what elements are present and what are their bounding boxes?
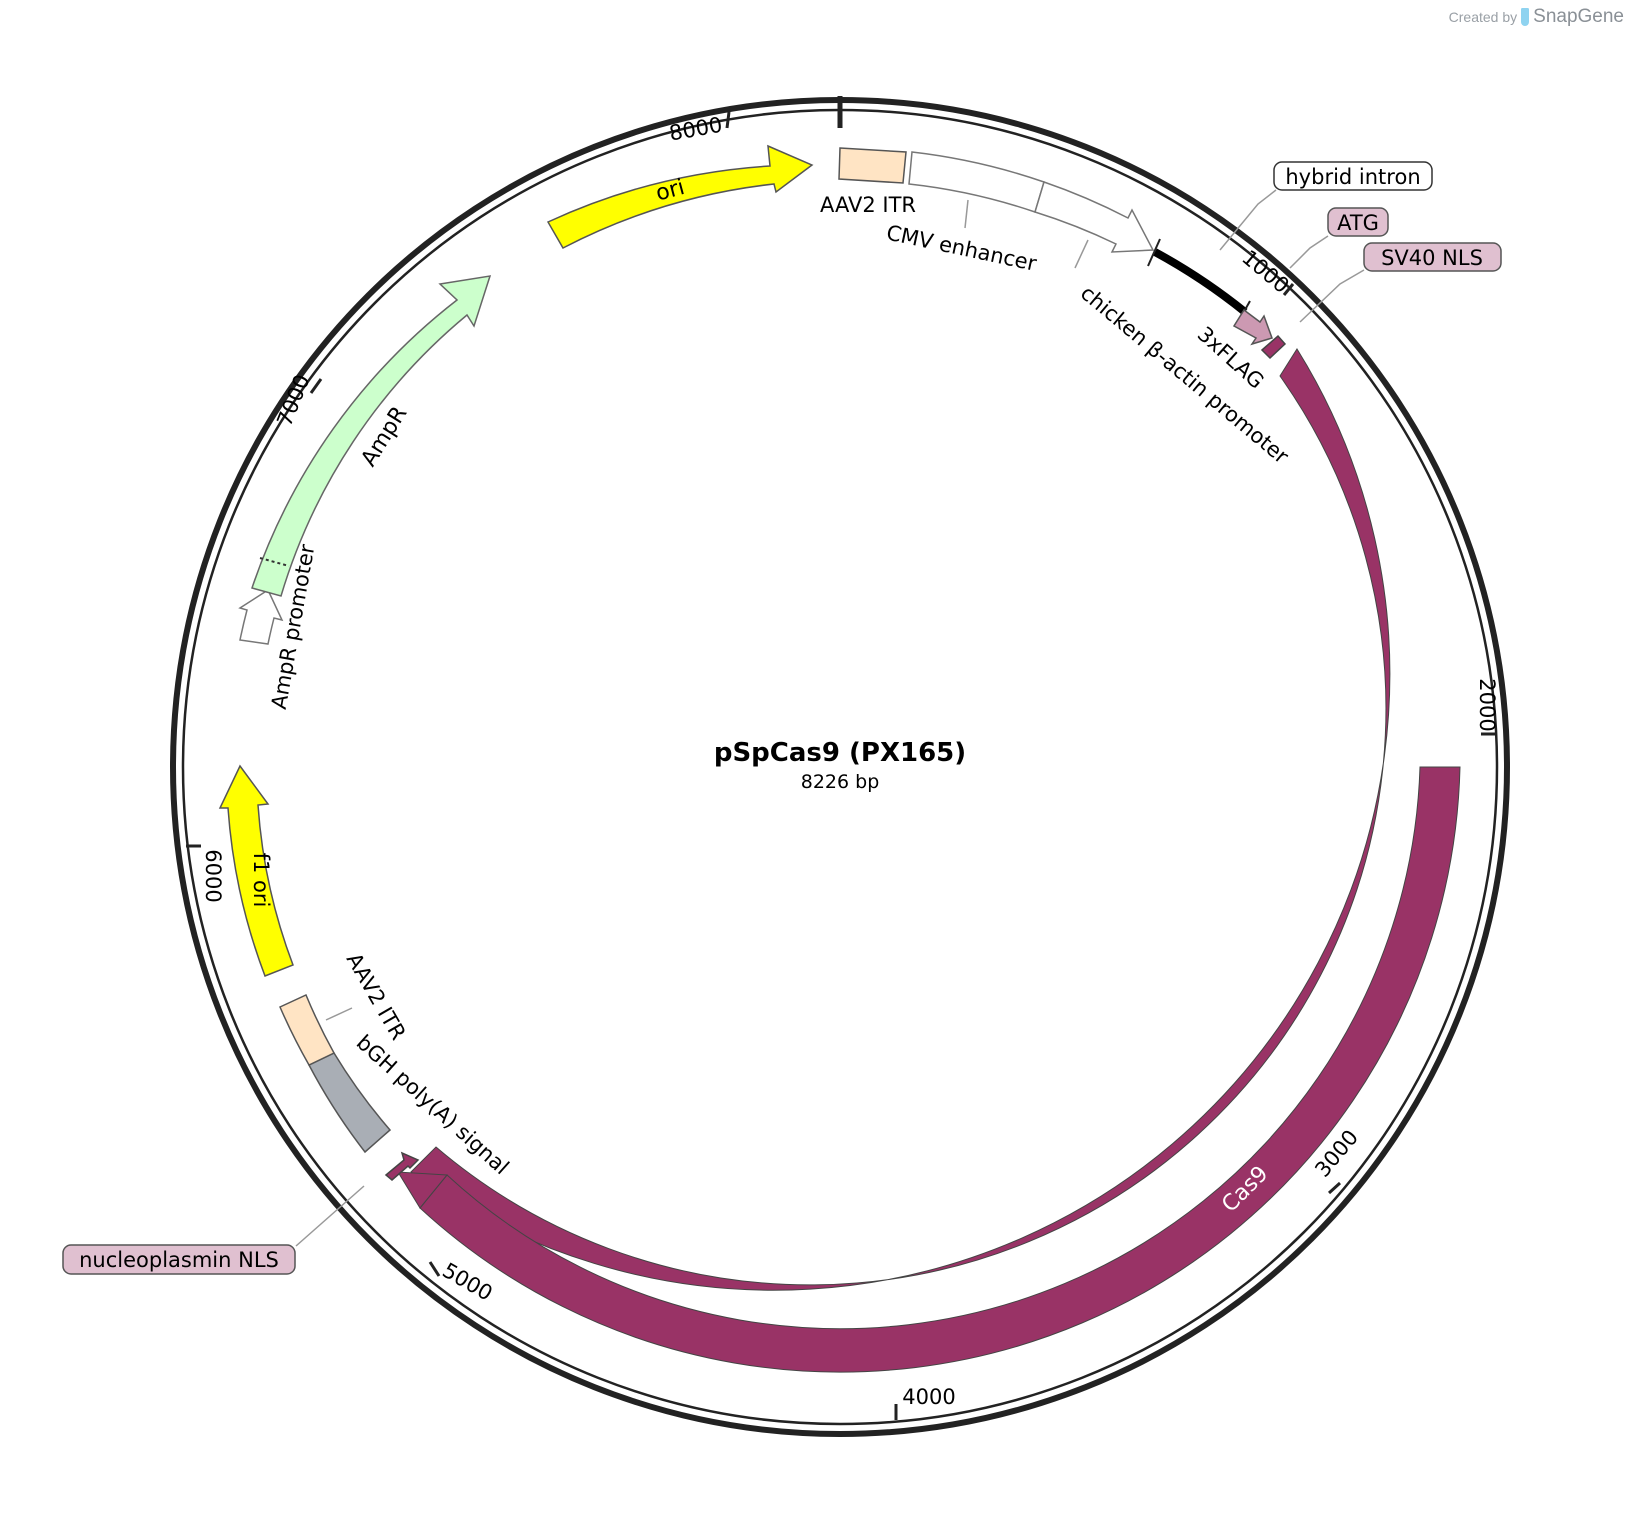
snapgene-branding: Created by SnapGene	[1449, 6, 1624, 28]
cba-promoter-arrow	[1034, 181, 1155, 253]
tick-label-4000: 4000	[902, 1385, 955, 1409]
feature-cas9[interactable]: Cas9	[397, 348, 1461, 1373]
cmv-enhancer-leader	[964, 199, 969, 229]
feature-nucleoplasmin-nls[interactable]	[384, 1151, 420, 1181]
snapgene-logo-icon	[1521, 8, 1530, 26]
f1-ori-label: f1 ori	[249, 853, 273, 908]
cmv-enhancer-box	[908, 151, 1045, 213]
cas9-arrowhead	[397, 1171, 449, 1209]
callout-atg[interactable]: ATG	[1289, 207, 1389, 269]
feature-sv40-nls[interactable]	[1260, 334, 1287, 360]
tick-mark-8000	[725, 111, 731, 129]
tick-label-5000: 5000	[438, 1258, 496, 1306]
tick-7000: 7000	[272, 371, 323, 430]
feature-itr-right[interactable]: AAV2 ITR	[279, 949, 411, 1066]
backbone	[170, 96, 1510, 1437]
cmv-enhancer-label: CMV enhancer	[884, 221, 1039, 276]
feature-f1-ori[interactable]: f1 ori	[218, 764, 294, 977]
plasmid-title-block: pSpCas9 (PX165) 8226 bp	[714, 738, 966, 793]
tick-label-6000: 6000	[201, 849, 225, 902]
tick-mark-5000	[428, 1261, 441, 1277]
tick-label-2000: 2000	[1475, 678, 1499, 731]
nucleoplasmin-nls-arrow	[384, 1151, 420, 1181]
cas9-arc-body	[419, 766, 1461, 1373]
plasmid-name: pSpCas9 (PX165)	[714, 738, 966, 768]
sv40-nls-arrow	[1260, 334, 1287, 360]
callout-nucleoplasmin-nls-label: nucleoplasmin NLS	[79, 1248, 279, 1272]
created-by-label: Created by	[1448, 9, 1518, 25]
cba-promoter-leader	[1074, 239, 1089, 269]
tick-mark-1000	[1282, 283, 1295, 296]
callout-nucleoplasmin-nls-box	[62, 1244, 296, 1275]
itr-right-leader	[325, 1007, 353, 1021]
tick-8000: 8000	[667, 111, 731, 146]
feature-ampr[interactable]: AmpR	[251, 275, 492, 597]
cas9-arc	[410, 348, 1391, 1291]
ori-arrow	[546, 144, 814, 249]
ampr-dotted-divider	[259, 557, 290, 567]
hybrid-intron-bar	[1153, 248, 1248, 316]
itr-left-box	[838, 147, 907, 184]
tick-mark-7000	[309, 378, 323, 394]
callout-sv40-nls-leader	[1299, 269, 1365, 323]
tick-label-7000: 7000	[272, 371, 314, 430]
tick-6000: 6000	[186, 844, 225, 903]
feature-ori[interactable]: ori	[546, 144, 814, 249]
ampr-arrow	[251, 275, 492, 597]
ampr-promoter-arrow	[238, 588, 284, 645]
itr-left-label: AAV2 ITR	[820, 193, 916, 217]
plasmid-length: 8226 bp	[801, 771, 880, 793]
callout-nucleoplasmin-nls[interactable]: nucleoplasmin NLS	[62, 1185, 365, 1275]
callout-sv40-nls-box	[1363, 242, 1502, 272]
callout-atg-box	[1327, 207, 1389, 237]
callout-hybrid-intron-label: hybrid intron	[1285, 165, 1420, 189]
tick-2000: 2000	[1475, 678, 1499, 736]
itr-right-box	[279, 993, 336, 1066]
3xflag-arrow	[1232, 308, 1273, 346]
callout-atg-label: ATG	[1337, 211, 1379, 235]
callout-hybrid-intron-box	[1273, 161, 1433, 191]
hybrid-intron-start-tick	[1147, 238, 1161, 267]
bgh-polya-box	[307, 1052, 392, 1154]
callout-nucleoplasmin-nls-leader	[295, 1185, 365, 1247]
feature-hybrid-intron[interactable]	[1147, 238, 1251, 325]
feature-itr-left[interactable]: AAV2 ITR	[820, 147, 916, 217]
callout-atg-leader	[1289, 235, 1329, 269]
tick-4000: 4000	[894, 1385, 956, 1420]
callout-sv40-nls-label: SV40 NLS	[1381, 246, 1483, 270]
callout-hybrid-intron[interactable]: hybrid intron	[1219, 161, 1433, 251]
callout-sv40-nls[interactable]: SV40 NLS	[1299, 242, 1502, 323]
snapgene-name: SnapGene	[1533, 6, 1624, 27]
itr-right-label: AAV2 ITR	[342, 949, 411, 1044]
callout-hybrid-intron-leader	[1219, 189, 1277, 251]
tick-mark-3000	[1327, 1181, 1342, 1195]
f1-ori-arrow	[218, 764, 294, 977]
